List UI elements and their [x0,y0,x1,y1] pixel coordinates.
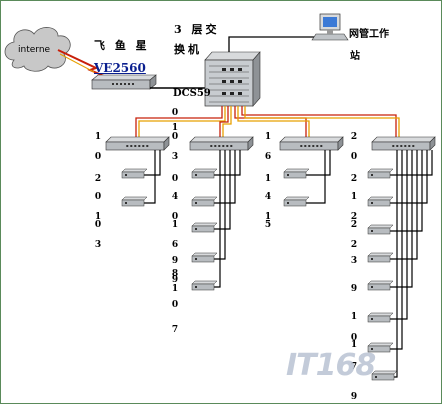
watermark-logo: IT168 [286,348,376,383]
column-d-digit: 2 [350,240,358,250]
column-c-digit: 6 [264,152,272,162]
switch-icon [367,224,394,235]
column-b-digit: 0 [171,174,179,184]
column-b-digit: 1 [171,220,179,230]
column-d-digit: 0 [350,152,358,162]
switch-icon [191,280,218,291]
column-d-digit: 2 [350,212,358,222]
workstation-label-2: 站 [350,51,360,62]
access-cable [214,150,241,176]
column-a-digit: 0 [94,192,102,202]
column-c-digit: 1 [264,174,272,184]
router-model-label: VE2560 [94,61,146,75]
column-d-digit: 1 [350,340,358,350]
column-a-digit: 1 [94,132,102,142]
switch-icon [371,370,398,381]
column-a-digit: 1 [94,212,102,222]
column-a-digit: 3 [94,240,102,250]
column-b-digit: 9 [171,256,179,266]
column-d-digit: 9 [350,284,358,294]
switch-icon [283,196,310,207]
router-brand-label: 飞 鱼 星 [94,39,150,52]
core-switch-icon [204,51,261,107]
switch-icon [367,196,394,207]
column-d-digit: 0 [350,333,358,343]
switch-icon [367,168,394,179]
column-b-digit: 4 [171,192,179,202]
switch-icon [191,222,218,233]
access-cable [390,150,403,350]
access-cable [390,150,418,260]
core-switch-label-1: 3 层交 [174,23,220,36]
core-switch-label-2: 换机 [174,43,202,56]
column-d-digit: 2 [350,220,358,230]
access-cable [306,150,326,204]
switch-icon [121,168,148,179]
access-cable [214,150,221,288]
workstation-label-1: 网管工作 [349,29,389,40]
uplink-bundle [135,106,400,138]
column-b-digit: 1 [171,123,179,133]
access-cable [214,150,231,230]
column-b-digit: 7 [171,325,179,335]
cloud-icon [4,27,71,72]
switch-icon [105,136,170,151]
access-cable [390,150,408,320]
switch-icon [283,168,310,179]
core-workstation-cable [228,36,318,52]
switch-icon [371,136,436,151]
column-b-digit: 8 [171,269,179,279]
switch-icon [367,280,394,291]
switch-icon [367,252,394,263]
computer-icon [311,13,349,41]
column-b-digit: 0 [171,300,179,310]
column-b-digit: 0 [171,108,179,118]
column-d-digit: 1 [350,192,358,202]
column-a-digit: 0 [94,220,102,230]
internet-label: interne [18,45,51,55]
switch-icon [279,136,344,151]
column-a-digit: 0 [94,152,102,162]
access-cable [390,150,413,288]
access-cable [144,150,156,204]
access-cable [144,150,161,176]
column-c-digit: 4 [264,192,272,202]
column-c-digit: 1 [264,212,272,222]
column-d-digit: 2 [350,132,358,142]
router-icon [91,74,157,90]
column-c-digit: 5 [264,220,272,230]
column-d-digit: 7 [350,362,358,372]
switch-icon [367,342,394,353]
access-cable [214,150,236,204]
switch-icon [191,196,218,207]
column-d-digit: 3 [350,256,358,266]
access-cable [390,150,423,232]
column-b-digit: 1 [171,284,179,294]
access-cable [394,150,398,378]
access-cable [214,150,226,260]
column-b-digit: 3 [171,152,179,162]
column-c-digit: 1 [264,132,272,142]
switch-icon [191,252,218,263]
column-d-digit: 9 [350,392,358,402]
column-d-digit: 1 [350,312,358,322]
column-d-digit: 2 [350,174,358,184]
switch-icon [367,312,394,323]
column-b-digit: 6 [171,240,179,250]
column-a-digit: 2 [94,174,102,184]
switch-icon [121,196,148,207]
switch-icon [191,168,218,179]
access-cable [306,150,331,176]
column-b-digit: 0 [171,212,179,222]
core-switch-model-label: DCS59 [173,88,211,99]
wan-link [57,49,105,77]
access-cable [390,150,433,176]
switch-icon [189,136,254,151]
column-b-digit: 0 [171,132,179,142]
column-b-digit: 9 [171,275,179,285]
